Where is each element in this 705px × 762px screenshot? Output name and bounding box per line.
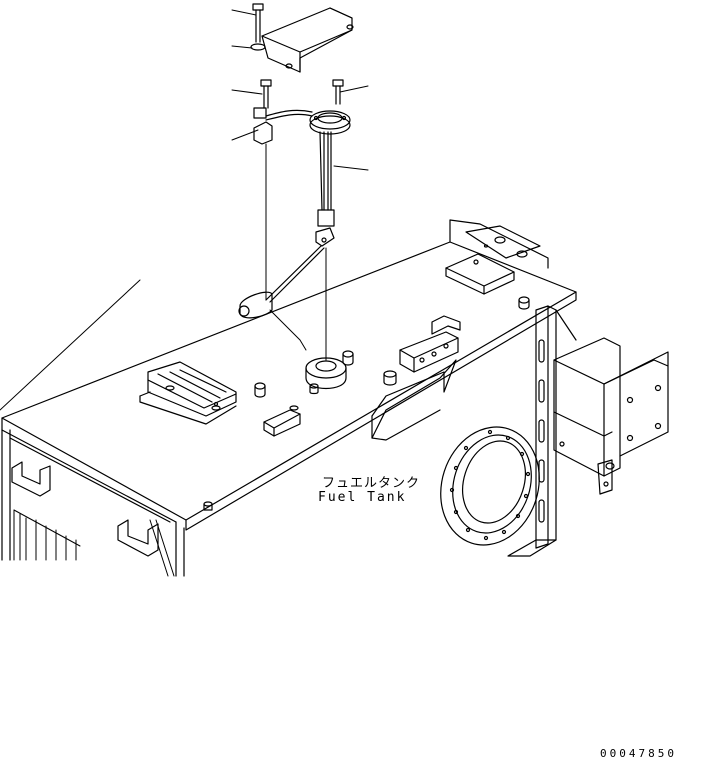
- sender-flange: [310, 111, 350, 134]
- side-flange: [426, 414, 554, 558]
- fuel-tank-label-en: Fuel Tank: [318, 490, 407, 505]
- drawing-number: 00047850: [600, 747, 677, 760]
- sender-port: [306, 358, 346, 389]
- side-bracket-lower: [372, 360, 456, 440]
- mount-pad-top: [446, 254, 514, 294]
- float-arm: [239, 246, 324, 318]
- boss-small-1: [519, 297, 529, 309]
- guide-lines: [266, 144, 326, 360]
- sender-wire: [266, 110, 312, 120]
- mount-block: [400, 316, 460, 372]
- sender-bolt-right: [333, 80, 343, 104]
- sender-bolt-left: [261, 80, 271, 108]
- tank-top: [2, 220, 576, 530]
- fuel-tank-label-jp: フュエルタンク: [322, 476, 421, 491]
- tank-top-plate: [466, 226, 540, 258]
- cover-bolt: [251, 4, 265, 50]
- boss-small-2: [343, 351, 353, 365]
- side-strap: [508, 306, 576, 556]
- corner-boss: [204, 502, 212, 510]
- boss-small-5: [310, 384, 318, 394]
- stop-block: [264, 406, 300, 436]
- mount-bracket-right: [554, 338, 668, 494]
- leader-lines: [0, 10, 368, 410]
- hose-bracket: [140, 362, 236, 424]
- boss-small-3: [255, 383, 265, 397]
- front-bracket-right: [118, 520, 158, 556]
- radiator-fins: [14, 510, 174, 576]
- front-bracket-left: [12, 462, 50, 496]
- tank-front-face: [2, 430, 184, 576]
- top-holes: [215, 245, 488, 406]
- boss-small-4: [384, 371, 396, 385]
- clip: [254, 108, 272, 144]
- sender-tube: [316, 132, 334, 246]
- cover-plate: [262, 8, 353, 72]
